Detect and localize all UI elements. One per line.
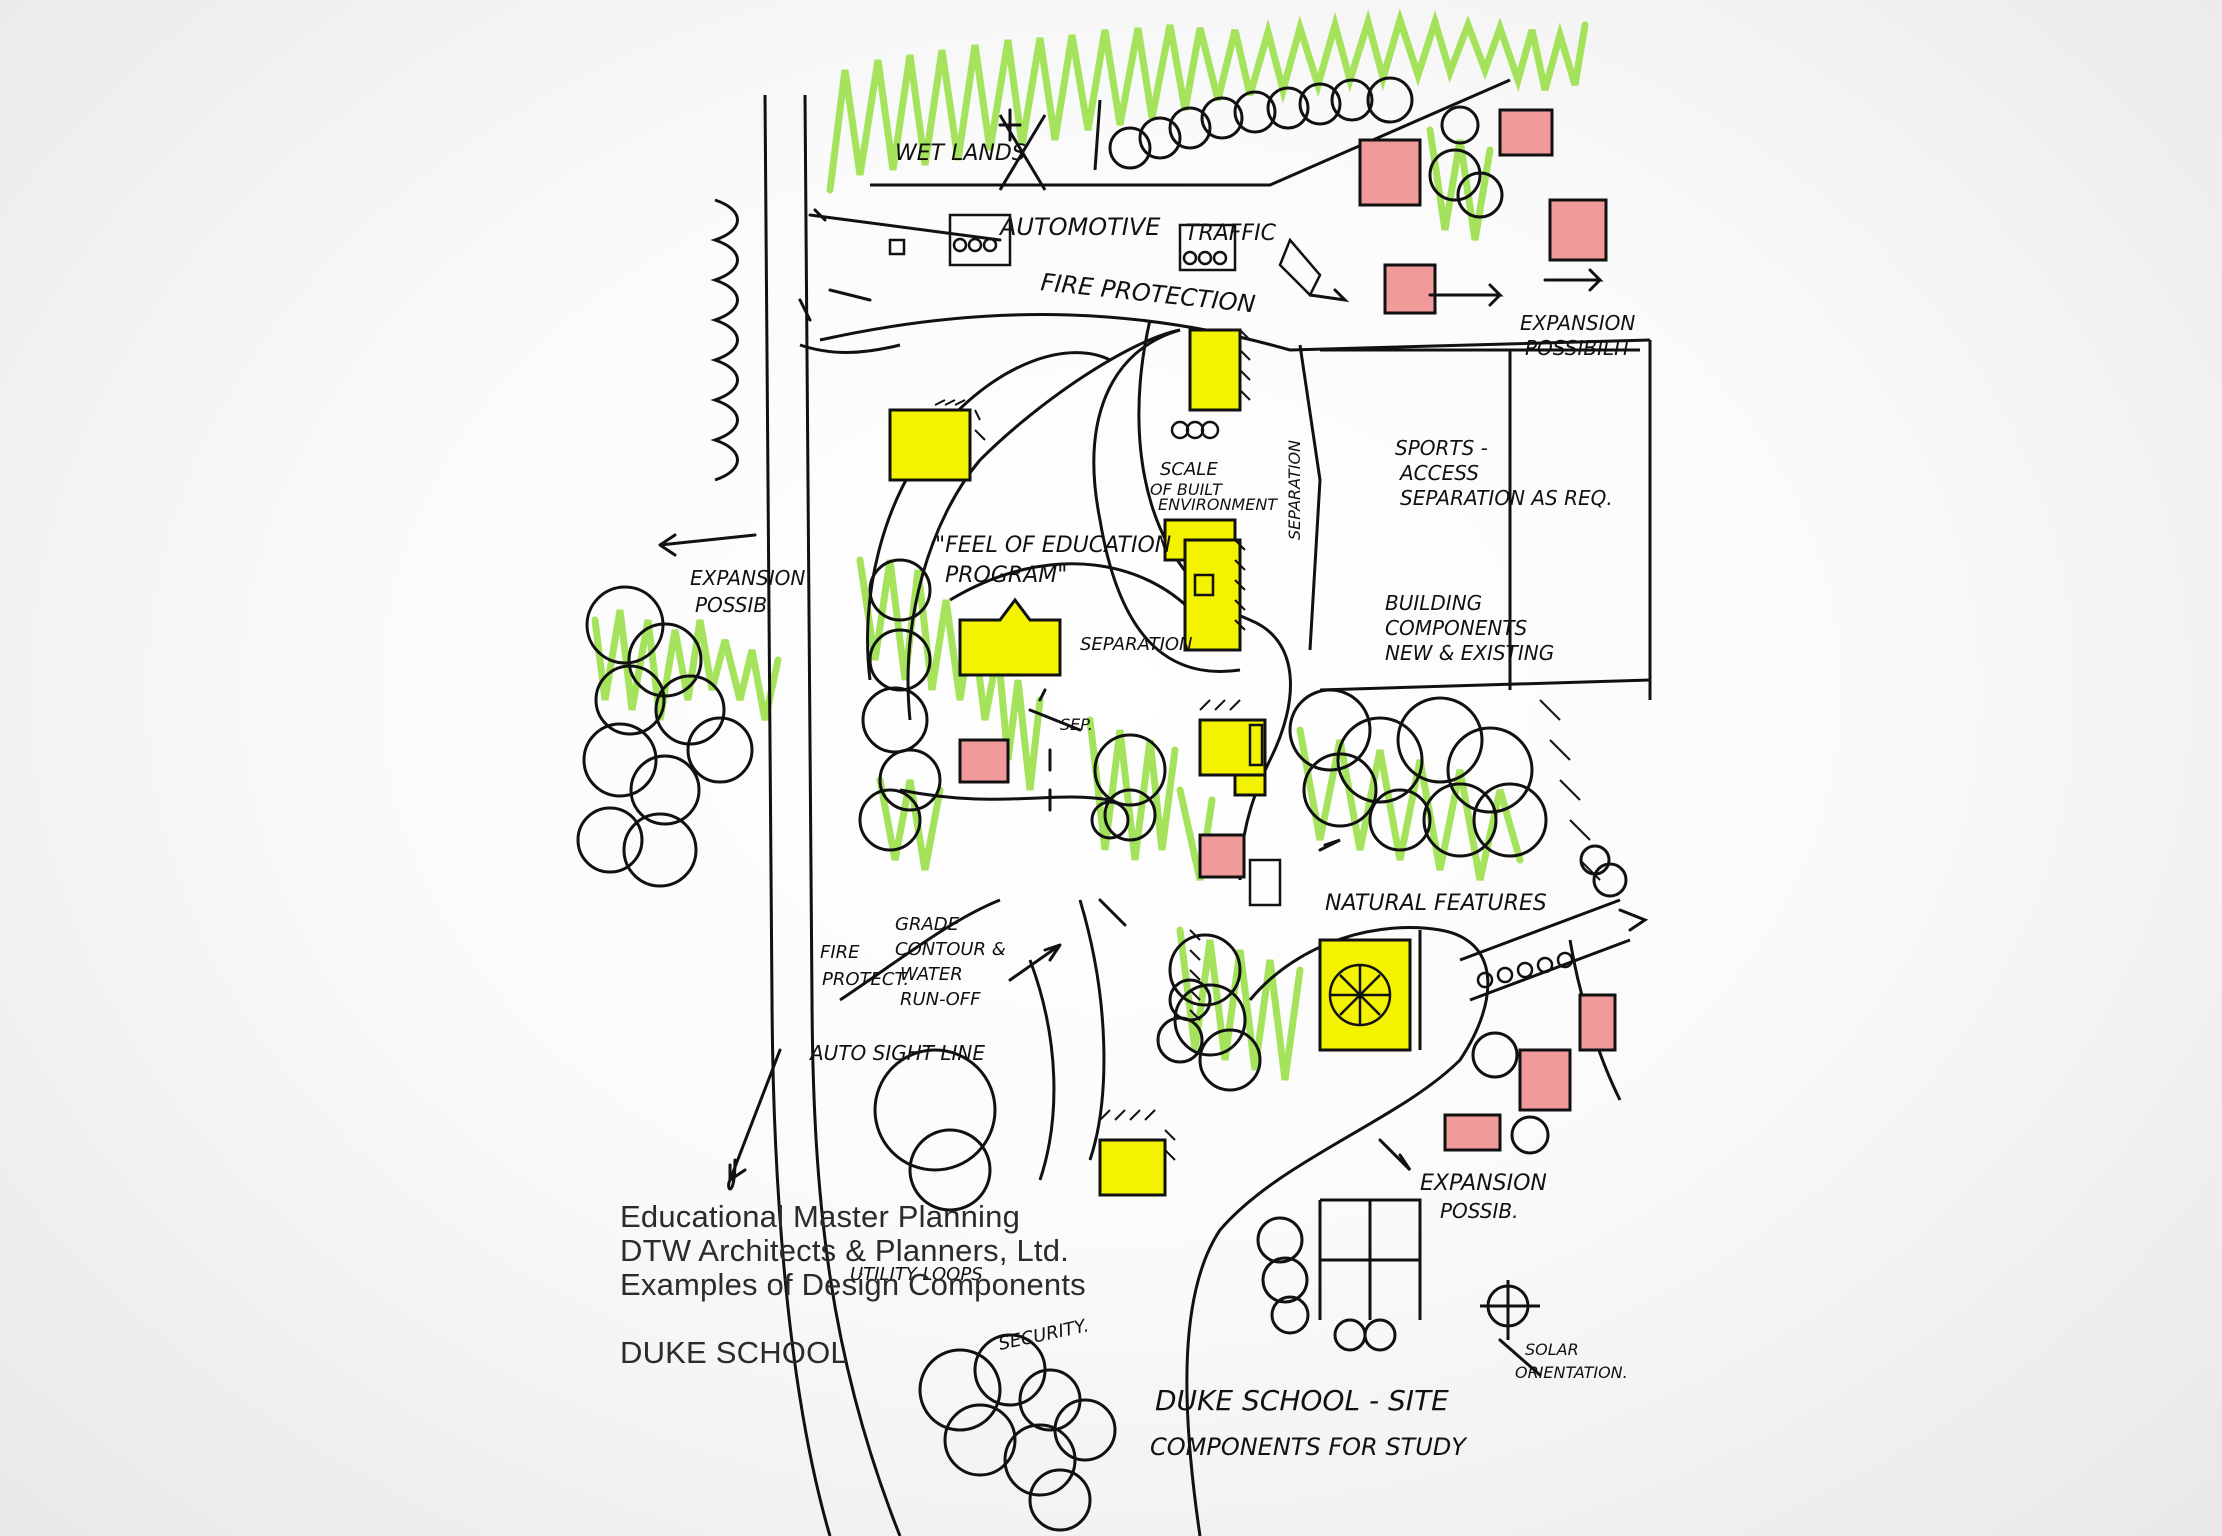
label-expansion-w-1: EXPANSION <box>690 566 805 590</box>
label-feel-1: "FEEL OF EDUCATION <box>935 533 1171 558</box>
label-separation-mid: SEPARATION <box>1080 634 1193 655</box>
label-building-1: BUILDING <box>1385 591 1482 615</box>
label-fire-protection: FIRE PROTECTION <box>1039 268 1256 318</box>
caption-line-4: DUKE SCHOOL <box>620 1335 848 1370</box>
caption-line-1: Educational Master Planning <box>620 1199 1021 1234</box>
label-building-2: COMPONENTS <box>1385 616 1528 640</box>
label-fire-1: FIRE <box>820 942 860 963</box>
label-site-sub: COMPONENTS FOR STUDY <box>1150 1433 1468 1461</box>
label-expansion-w-2: POSSIB. <box>695 593 773 617</box>
label-expansion-ne-2: POSSIBILIT <box>1525 336 1634 360</box>
label-grade-2: CONTOUR & <box>895 939 1006 960</box>
label-traffic: TRAFFIC <box>1185 221 1277 246</box>
label-building-3: NEW & EXISTING <box>1385 641 1554 665</box>
label-autosight: AUTO SIGHT LINE <box>808 1041 985 1065</box>
label-wetlands: WET LANDS <box>895 141 1026 166</box>
main-road <box>710 94 902 1536</box>
label-sports-2: ACCESS <box>1398 461 1479 485</box>
arrows <box>658 108 1649 1377</box>
label-natural-features: NATURAL FEATURES <box>1325 891 1547 916</box>
label-feel-2: PROGRAM" <box>945 563 1067 588</box>
label-sep: SEP. <box>1060 715 1093 734</box>
project-caption: Educational Master Planning DTW Architec… <box>620 1200 1086 1370</box>
label-solar-2: ORIENTATION. <box>1515 1363 1628 1382</box>
label-separation-vertical: SEPARATION <box>1285 440 1304 540</box>
label-site-title: DUKE SCHOOL - SITE <box>1155 1384 1449 1417</box>
label-solar-1: SOLAR <box>1525 1340 1579 1359</box>
label-expansion-ne-1: EXPANSION <box>1520 311 1635 335</box>
label-expansion-se-2: POSSIB. <box>1440 1199 1518 1223</box>
label-scale-1: SCALE <box>1160 459 1218 480</box>
label-expansion-se-1: EXPANSION <box>1420 1171 1547 1196</box>
label-sports-3: SEPARATION AS REQ. <box>1400 486 1613 510</box>
label-automotive: AUTOMOTIVE <box>998 213 1161 241</box>
symbols <box>888 213 1574 1027</box>
label-utility: UTILITY LOOPS <box>850 1264 983 1285</box>
label-grade-3: WATER <box>900 964 963 985</box>
label-fire-2: PROTECT. <box>822 969 909 990</box>
caption-line-2: DTW Architects & Planners, Ltd. <box>620 1233 1069 1268</box>
label-grade-1: GRADE <box>895 914 960 935</box>
label-grade-4: RUN-OFF <box>900 989 981 1010</box>
trees-outline <box>576 558 1628 1532</box>
caption-spacer <box>620 1302 1086 1336</box>
wetland-marks <box>870 76 1511 219</box>
vegetation-green-scribbles <box>591 8 1589 1081</box>
buildings-pink <box>958 108 1617 1152</box>
sports-grid <box>1318 340 1652 1340</box>
caption-line-3: Examples of Design Components <box>620 1267 1086 1302</box>
site-circulation <box>799 313 1651 1536</box>
label-scale-2: OF BUILT <box>1150 480 1223 499</box>
label-sports-1: SPORTS - <box>1395 436 1488 460</box>
label-scale-3: ENVIRONMENT <box>1158 495 1278 514</box>
